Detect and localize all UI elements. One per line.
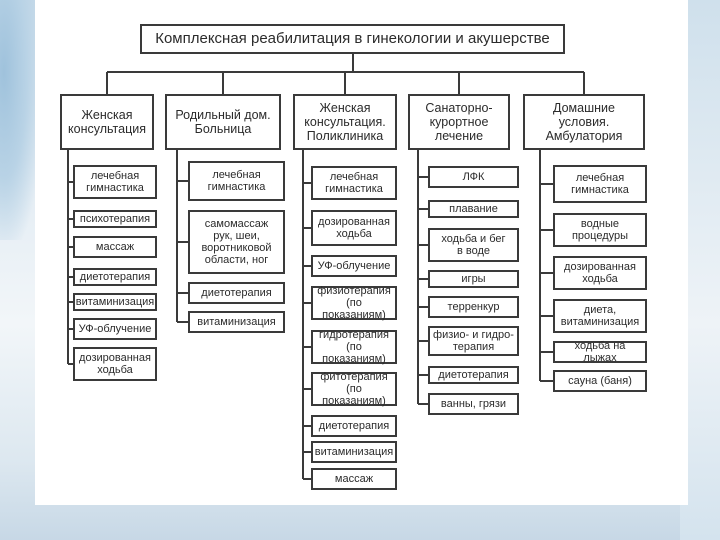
column-header: Санаторно- курортное лечение [408, 94, 510, 150]
column-header: Домашние условия. Амбулатория [523, 94, 645, 150]
background-photo-left [0, 0, 40, 240]
item-box: дозированная ходьба [311, 210, 397, 246]
item-box: витаминизация [188, 311, 285, 333]
item-box: массаж [73, 236, 157, 258]
connector-lines [67, 54, 585, 480]
item-box: массаж [311, 468, 397, 490]
item-box: витаминизация [73, 293, 157, 311]
item-box: диетотерапия [311, 415, 397, 437]
column-header: Женская консультация [60, 94, 154, 150]
item-box: психотерапия [73, 210, 157, 228]
column-header: Родильный дом. Больница [165, 94, 281, 150]
item-box: гидротерапия (по показаниям) [311, 329, 397, 365]
item-box: ЛФК [428, 166, 519, 188]
item-box: сауна (баня) [553, 370, 647, 392]
item-box: витаминизация [311, 441, 397, 463]
item-box: УФ-облучение [73, 318, 157, 340]
item-box: УФ-облучение [311, 255, 397, 277]
item-box: лечебная гимнастика [188, 161, 285, 201]
item-box: лечебная гимнастика [553, 165, 647, 203]
item-box: водные процедуры [553, 213, 647, 247]
item-box: дозированная ходьба [553, 256, 647, 290]
item-box: плавание [428, 200, 519, 218]
item-box: диетотерапия [188, 282, 285, 304]
item-box: диетотерапия [428, 366, 519, 384]
item-box: ходьба и бег в воде [428, 228, 519, 262]
item-box: физиотерапия (по показаниям) [311, 285, 397, 321]
item-box: диетотерапия [73, 268, 157, 286]
item-box: диета, витаминизация [553, 299, 647, 333]
item-box: дозированная ходьба [73, 347, 157, 381]
item-box: игры [428, 270, 519, 288]
item-box: самомассаж рук, шеи, воротниковой област… [188, 210, 285, 274]
item-box: физио- и гидро- терапия [428, 326, 519, 356]
diagram-title: Комплексная реабилитация в гинекологии и… [140, 24, 565, 54]
item-box: ходьба на лыжах [553, 340, 647, 364]
item-box: терренкур [428, 296, 519, 318]
diagram-paper: Комплексная реабилитация в гинекологии и… [35, 0, 688, 505]
column-header: Женская консультация. Поликлиника [293, 94, 397, 150]
item-box: лечебная гимнастика [311, 166, 397, 200]
item-box: лечебная гимнастика [73, 165, 157, 199]
item-box: ванны, грязи [428, 393, 519, 415]
item-box: фитотерапия (по показаниям) [311, 371, 397, 407]
